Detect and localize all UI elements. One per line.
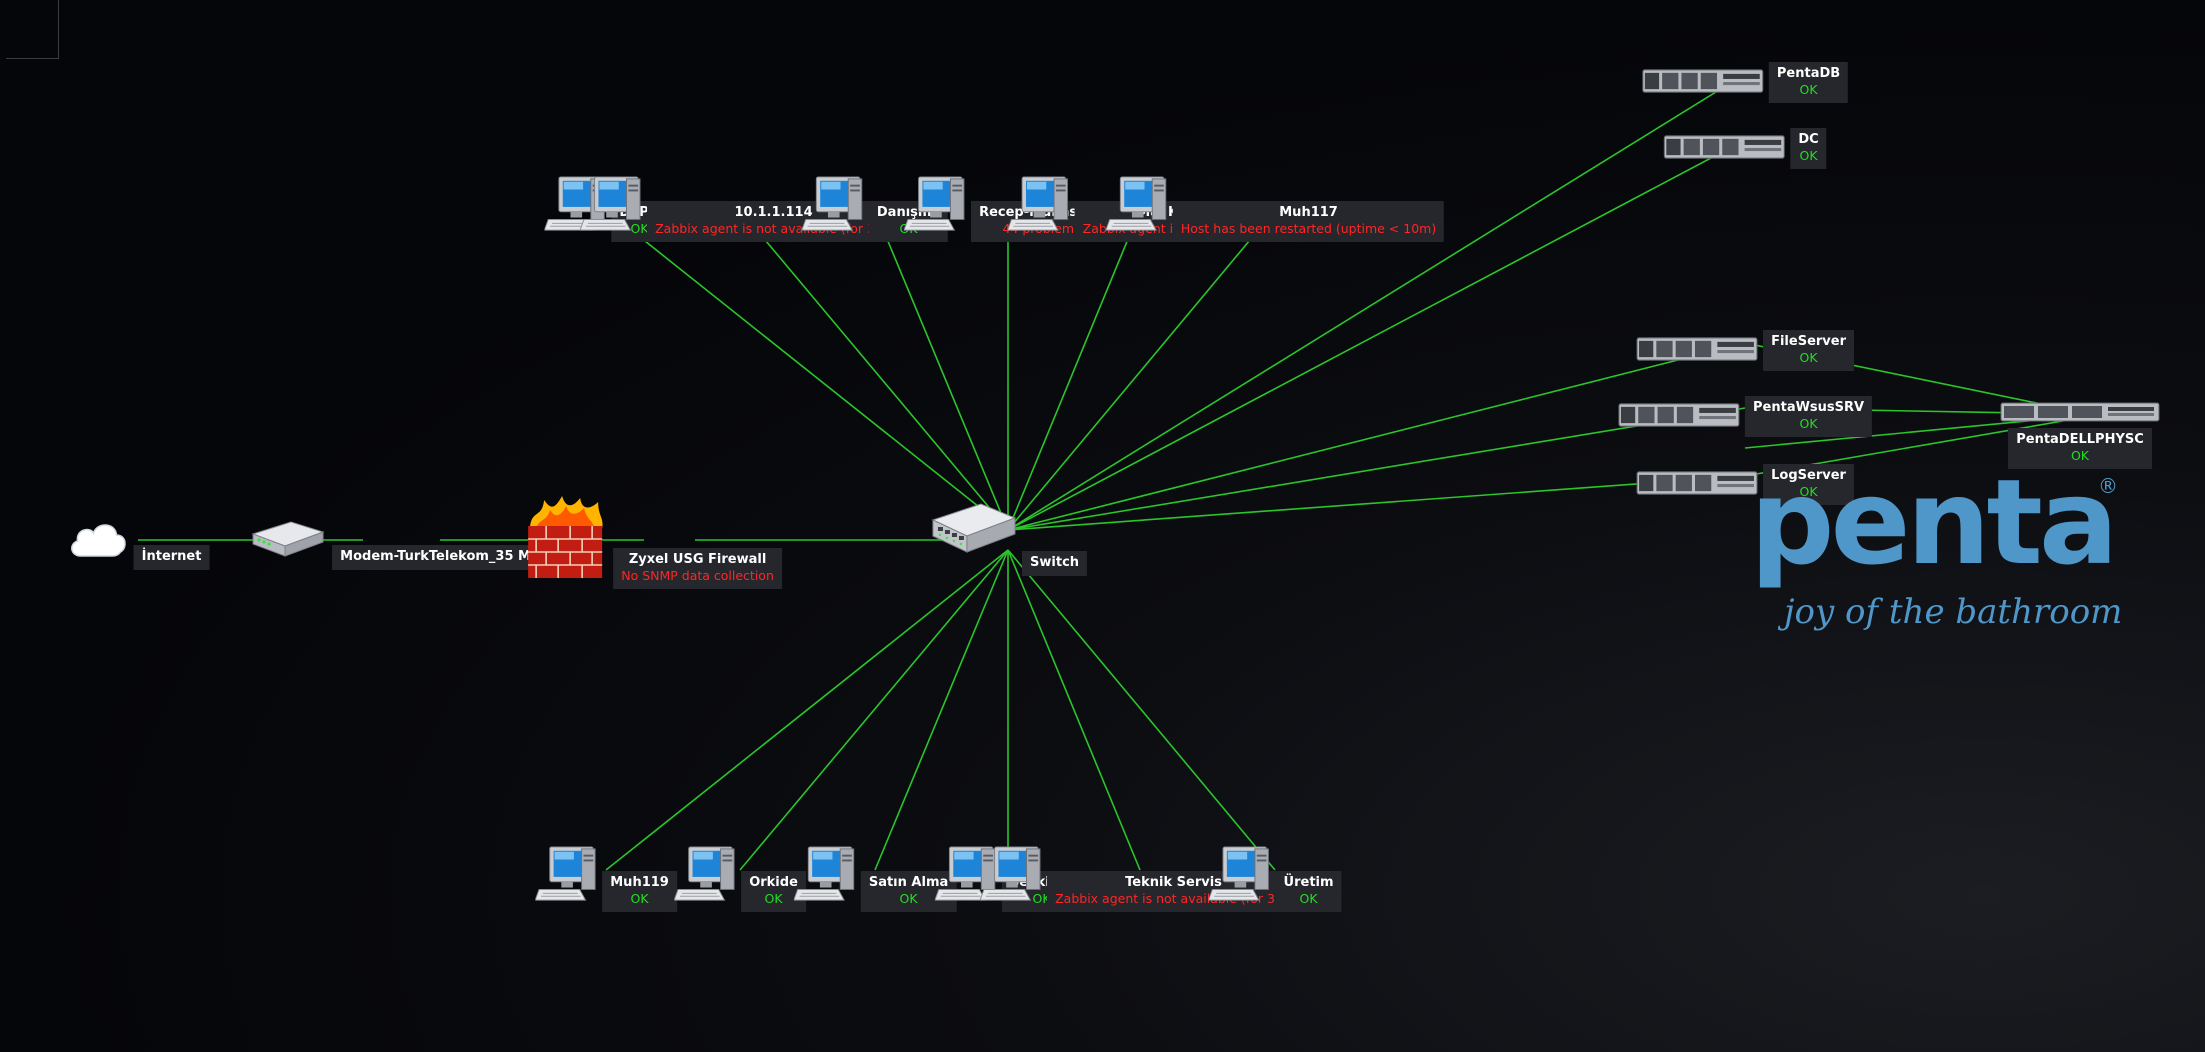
node-label: Üretim OK xyxy=(1275,871,1342,912)
node-name: PentaDB xyxy=(1776,66,1841,81)
node-status: OK xyxy=(630,221,649,236)
node-orkide[interactable]: Orkide OK xyxy=(674,845,806,912)
logo-wordmark: penta xyxy=(1750,465,2115,591)
node-name: DC xyxy=(1798,132,1819,147)
node-label: Modem-TurkTelekom_35 Mbit xyxy=(332,545,559,570)
server-icon xyxy=(1663,134,1785,160)
node-name: Üretim xyxy=(1283,875,1334,890)
link-lines xyxy=(138,73,2081,871)
node-label: FileServer OK xyxy=(1763,330,1854,371)
node-status: OK xyxy=(1799,484,1818,499)
computer-icon xyxy=(802,175,864,233)
node-status: OK xyxy=(1799,82,1818,97)
node-name: 10.1.1.114 xyxy=(734,205,813,220)
firewall-icon xyxy=(528,496,603,578)
switch-icon xyxy=(931,503,1017,553)
computer-icon xyxy=(535,845,597,903)
node-label: Muh119 OK xyxy=(602,871,677,912)
node-internet[interactable]: İnternet xyxy=(67,516,210,570)
server-icon xyxy=(2000,402,2160,422)
node-name: Switch xyxy=(1030,555,1080,570)
node-label: PentaWsusSRV OK xyxy=(1745,396,1873,437)
node-name: Orkide xyxy=(749,875,798,890)
computer-icon xyxy=(1106,175,1168,233)
node-status: OK xyxy=(1299,891,1318,906)
node-label: PentaDB OK xyxy=(1768,62,1849,103)
node-label: Muh117 Host has been restarted (uptime <… xyxy=(1172,201,1445,242)
node-name: İnternet xyxy=(141,549,202,564)
node-name: Teknik Servis xyxy=(1125,875,1222,890)
node-status: OK xyxy=(2070,448,2090,463)
cloud-icon xyxy=(71,524,126,557)
node-name: LogServer xyxy=(1771,468,1846,483)
computer-icon xyxy=(580,175,642,233)
node-name: PentaWsusSRV xyxy=(1753,400,1865,415)
penta-logo: penta ® joy of the bathroom xyxy=(1750,465,2122,632)
node-name: Modem-TurkTelekom_35 Mbit xyxy=(340,549,551,564)
node-label: PentaDELLPHYSC OK xyxy=(2008,428,2152,469)
node-pentadb[interactable]: PentaDB OK xyxy=(1642,60,1849,103)
node-name: Zyxel USG Firewall xyxy=(628,552,767,567)
computer-icon xyxy=(794,845,856,903)
node-dc[interactable]: DC OK xyxy=(1663,126,1827,169)
node-switch[interactable]: Switch xyxy=(929,502,1088,576)
node-pentawsussrv[interactable]: PentaWsusSRV OK xyxy=(1618,394,1873,437)
node-status: OK xyxy=(899,891,918,906)
node-label: Switch xyxy=(1022,551,1088,576)
node-name: FileServer xyxy=(1771,334,1846,349)
node-status: OK xyxy=(1799,350,1818,365)
node-name: PentaDELLPHYSC xyxy=(2016,432,2144,447)
node-label: İnternet xyxy=(133,545,210,570)
computer-icon xyxy=(1208,845,1270,903)
computer-icon xyxy=(674,845,736,903)
node-status: OK xyxy=(1032,891,1051,906)
computer-icon xyxy=(1008,175,1070,233)
map-corner-frame xyxy=(6,0,59,59)
node-name: Satın Alma xyxy=(868,875,949,890)
node-uretim[interactable]: Üretim OK xyxy=(1208,845,1342,912)
node-status: OK xyxy=(764,891,783,906)
server-icon xyxy=(1636,336,1758,362)
node-firewall[interactable]: Zyxel USG Firewall No SNMP data collecti… xyxy=(522,496,782,589)
server-icon xyxy=(1642,68,1764,94)
node-label: LogServer OK xyxy=(1763,464,1854,505)
node-status: Host has been restarted (uptime < 10m) xyxy=(1180,221,1437,236)
node-modem[interactable]: Modem-TurkTelekom_35 Mbit xyxy=(245,518,559,570)
node-muh119[interactable]: Muh119 OK xyxy=(535,845,677,912)
node-status: OK xyxy=(1799,416,1818,431)
node-status: OK xyxy=(1799,148,1818,163)
node-muh117[interactable]: Muh117 Host has been restarted (uptime <… xyxy=(1106,175,1445,242)
node-label: Zyxel USG Firewall No SNMP data collecti… xyxy=(613,548,782,589)
logo-tagline: joy of the bathroom xyxy=(1777,592,2122,632)
node-label: Orkide OK xyxy=(741,871,806,912)
node-pentadellphysc[interactable]: PentaDELLPHYSC OK xyxy=(2000,402,2160,469)
node-fileserver[interactable]: FileServer OK xyxy=(1636,328,1854,371)
registered-mark: ® xyxy=(2098,474,2118,498)
node-status: No SNMP data collection xyxy=(621,568,774,583)
node-name: Muh119 xyxy=(610,875,669,890)
node-satin-alma[interactable]: Satın Alma OK xyxy=(794,845,957,912)
node-label: DC OK xyxy=(1790,128,1827,169)
node-status: OK xyxy=(630,891,649,906)
node-logserver[interactable]: LogServer OK xyxy=(1636,462,1854,505)
node-name: Muh117 xyxy=(1279,205,1338,220)
router-icon xyxy=(251,521,325,557)
computer-icon xyxy=(980,845,1042,903)
node-label: Satın Alma OK xyxy=(860,871,957,912)
server-icon xyxy=(1618,402,1740,428)
computer-icon xyxy=(904,175,966,233)
